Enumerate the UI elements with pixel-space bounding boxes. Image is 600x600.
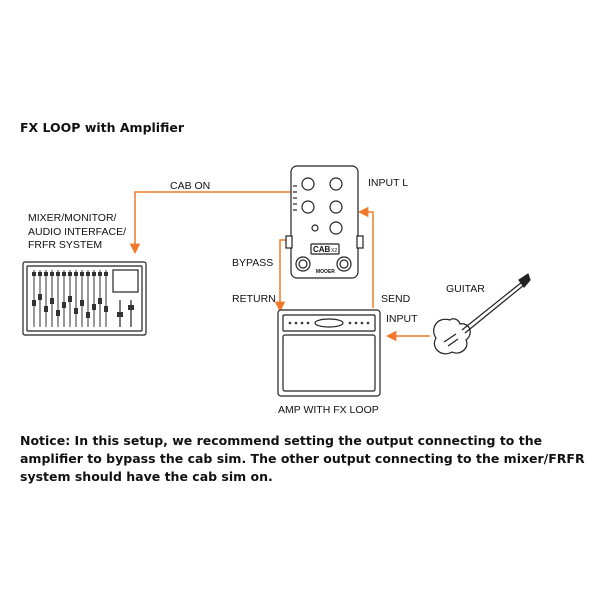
- label-send: SEND: [381, 293, 411, 305]
- label-input-l: INPUT L: [368, 177, 409, 189]
- guitar-icon: [433, 273, 531, 355]
- cab-x2-pedal: [285, 165, 364, 279]
- label-mixer-line: AUDIO INTERFACE/: [28, 225, 127, 238]
- return-cable: [274, 239, 292, 313]
- label-mixer: MIXER/MONITOR/ AUDIO INTERFACE/ FRFR SYS…: [28, 212, 126, 253]
- notice-text: Notice: In this setup, we recommend sett…: [20, 433, 585, 484]
- amp-icon: [277, 309, 381, 397]
- label-input: INPUT: [386, 313, 418, 325]
- pedal-badge: X2: [331, 248, 337, 254]
- label-mixer-line: MIXER/MONITOR/: [28, 212, 117, 224]
- label-mixer-line: FRFR SYSTEM: [28, 239, 103, 251]
- pedal-maker: MOOER: [316, 269, 335, 275]
- label-bypass: BYPASS: [232, 257, 274, 269]
- mixer-icon: [22, 261, 147, 336]
- pedal-brand: CAB: [313, 245, 331, 254]
- cab-on-cable: [129, 191, 292, 255]
- input-l-cable: [357, 206, 374, 308]
- label-cab-on: CAB ON: [170, 180, 211, 192]
- label-amp: AMP WITH FX LOOP: [278, 404, 379, 416]
- label-return: RETURN: [232, 293, 276, 305]
- label-guitar: GUITAR: [446, 283, 485, 295]
- diagram-title: FX LOOP with Amplifier: [20, 120, 184, 135]
